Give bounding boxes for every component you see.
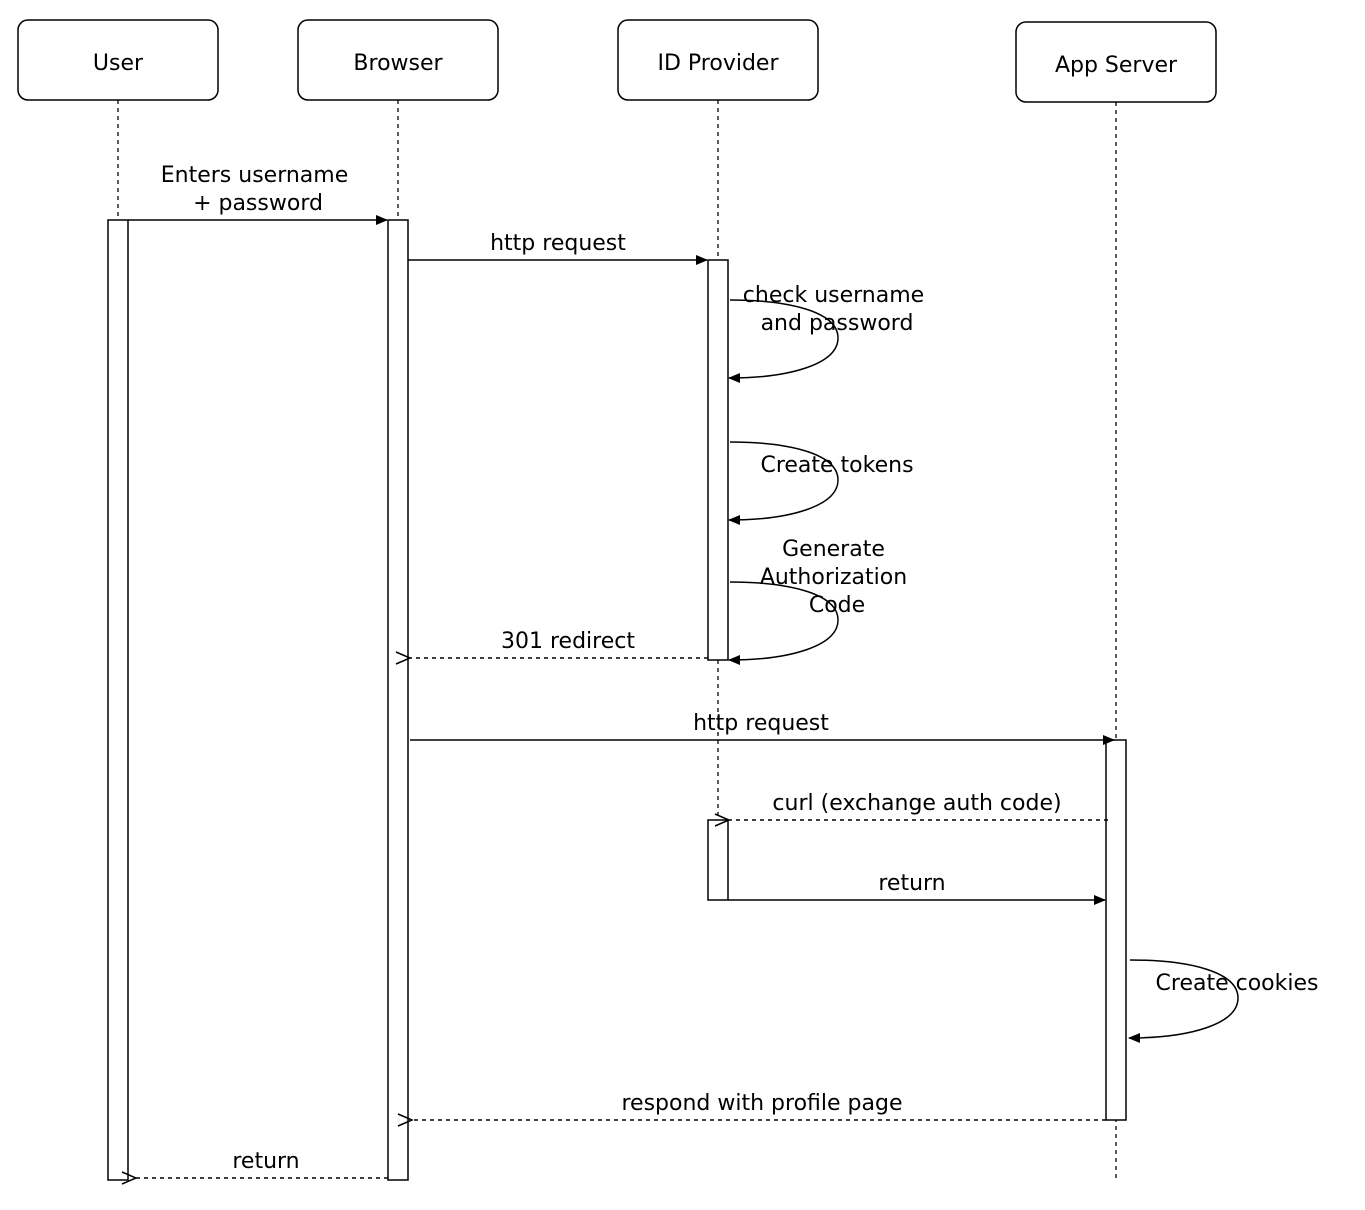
- message-label-line: respond with profile page: [622, 1091, 903, 1116]
- message-label: Enters username + password: [161, 163, 356, 216]
- message-label-line: Create cookies: [1156, 971, 1319, 996]
- activation-app-server: [1105, 739, 1127, 1121]
- participant-id-provider: ID Provider: [617, 19, 819, 101]
- message-label-line: Enters username: [161, 163, 349, 188]
- message-check-credentials: check username and password: [728, 283, 931, 383]
- message-label-line: 301 redirect: [501, 629, 635, 654]
- participant-label: ID Provider: [658, 51, 780, 76]
- participant-box: [1015, 21, 1217, 103]
- self-call-arrow: [728, 581, 839, 665]
- self-call-arrow: [728, 299, 839, 383]
- self-call-arrow: [728, 441, 839, 525]
- message-label-line: check username: [743, 283, 924, 308]
- message-label-line: Code: [809, 593, 865, 618]
- participant-browser: Browser: [297, 19, 499, 101]
- participant-app-server: App Server: [1015, 21, 1217, 103]
- activation-browser: [387, 219, 409, 1181]
- message-http-request-app: http request: [410, 711, 1115, 745]
- message-http-request-idp: http request: [408, 231, 708, 265]
- message-create-tokens: Create tokens: [728, 441, 914, 525]
- message-label: http request: [693, 711, 829, 736]
- message-generate-auth-code: Generate Authorization Code: [728, 537, 914, 665]
- message-label: Generate Authorization Code: [760, 537, 914, 618]
- activation-user: [107, 219, 129, 1181]
- message-label-line: return: [878, 871, 945, 896]
- participant-label: Browser: [353, 51, 443, 76]
- message-label: http request: [490, 231, 626, 256]
- message-label-line: and password: [761, 311, 914, 336]
- message-label: curl (exchange auth code): [772, 791, 1061, 816]
- message-label: 301 redirect: [501, 629, 635, 654]
- participant-label: App Server: [1055, 53, 1178, 78]
- message-label-line: http request: [693, 711, 829, 736]
- message-label-line: return: [232, 1149, 299, 1174]
- activation-id-provider-2: [707, 819, 729, 901]
- message-respond-profile: respond with profile page: [412, 1091, 1106, 1120]
- message-301-redirect: 301 redirect: [410, 629, 708, 658]
- message-label-line: http request: [490, 231, 626, 256]
- self-call-arrow: [1128, 959, 1239, 1043]
- message-enters-credentials: Enters username + password: [128, 163, 388, 225]
- message-label: respond with profile page: [622, 1091, 903, 1116]
- message-label: check username and password: [743, 283, 931, 336]
- message-create-cookies: Create cookies: [1128, 959, 1319, 1043]
- message-curl-exchange: curl (exchange auth code): [729, 791, 1108, 820]
- message-return-idp: return: [728, 871, 1106, 905]
- message-label-line: Generate: [782, 537, 885, 562]
- activation-id-provider-1: [707, 259, 729, 661]
- message-label: Create tokens: [760, 453, 913, 478]
- message-label: return: [878, 871, 945, 896]
- message-label-line: + password: [193, 191, 323, 216]
- participant-user: User: [17, 19, 219, 101]
- participant-label: User: [93, 51, 144, 76]
- message-label: Create cookies: [1156, 971, 1319, 996]
- participant-box: [297, 19, 499, 101]
- message-label-line: curl (exchange auth code): [772, 791, 1061, 816]
- participant-box: [17, 19, 219, 101]
- participant-box: [617, 19, 819, 101]
- activations: [107, 219, 1127, 1181]
- message-label-line: Create tokens: [760, 453, 913, 478]
- message-label-line: Authorization: [760, 565, 907, 590]
- message-label: return: [232, 1149, 299, 1174]
- message-return-user: return: [136, 1149, 388, 1178]
